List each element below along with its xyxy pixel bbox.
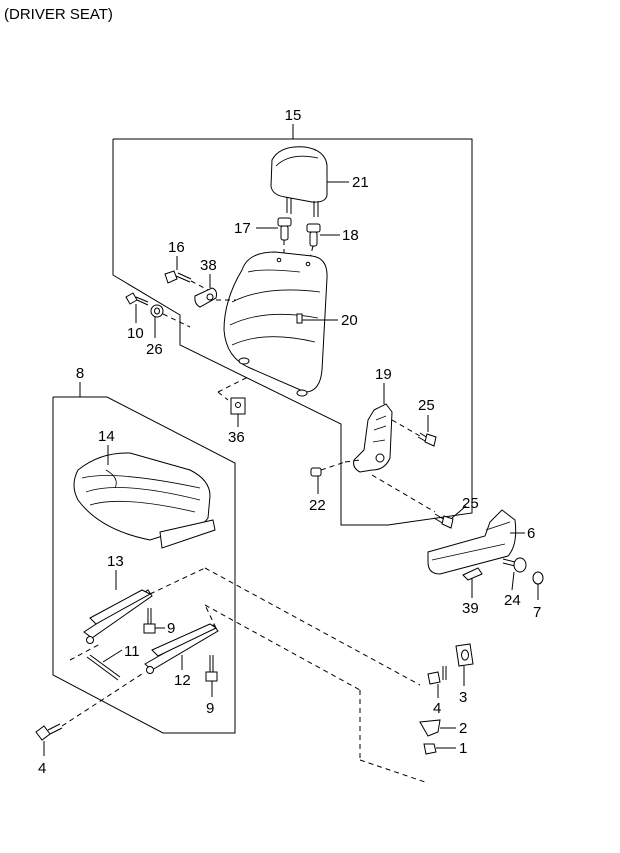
callout-25-lower: 25 (462, 495, 479, 512)
callout-9-upper: 9 (167, 620, 175, 637)
rail-13 (83, 567, 421, 686)
cushion-group-frame (52, 396, 236, 734)
callout-12: 12 (174, 672, 191, 689)
callout-17: 17 (234, 220, 251, 237)
callout-14: 14 (98, 428, 115, 445)
callout-15: 15 (285, 107, 302, 124)
seatback (223, 251, 338, 397)
callout-20: 20 (341, 312, 358, 329)
nut-26 (150, 304, 191, 338)
diagram-caption: (DRIVER SEAT) (4, 6, 113, 23)
callout-1: 1 (459, 740, 467, 757)
cover-3 (455, 643, 474, 686)
bracket-38 (194, 274, 236, 308)
callout-9-lower: 9 (206, 700, 214, 717)
bolt-25-upper (417, 415, 437, 447)
wire-11 (69, 643, 123, 681)
cap-7 (532, 571, 544, 600)
callout-10: 10 (127, 325, 144, 342)
bolt-4-left (35, 671, 146, 756)
callout-18: 18 (342, 227, 359, 244)
rail-12 (144, 604, 426, 783)
bolt-9-upper (143, 608, 165, 634)
callout-4-right: 4 (433, 700, 441, 717)
callout-4-left: 4 (38, 760, 46, 777)
callout-24: 24 (504, 592, 521, 609)
bolt-25-lower (433, 505, 467, 529)
nut-1 (423, 743, 456, 755)
headrest-guide-18 (306, 223, 340, 263)
callout-11: 11 (124, 643, 140, 660)
callout-26: 26 (146, 341, 163, 358)
cap-2 (419, 719, 456, 737)
headrest-guide-17 (256, 217, 292, 256)
callout-13: 13 (107, 553, 124, 570)
bolt-16 (164, 256, 211, 292)
callout-2: 2 (459, 720, 467, 737)
cap-22 (310, 461, 346, 494)
callout-8: 8 (76, 365, 84, 382)
callout-39: 39 (462, 600, 479, 617)
callout-36: 36 (228, 429, 245, 446)
recliner-19 (344, 383, 436, 513)
callout-38: 38 (200, 257, 217, 274)
bolt-10 (125, 292, 149, 323)
callout-3: 3 (459, 689, 467, 706)
callout-21: 21 (352, 174, 369, 191)
callout-22: 22 (309, 497, 326, 514)
side-cover-6 (427, 509, 525, 575)
callout-7: 7 (533, 604, 541, 621)
callout-6: 6 (527, 525, 535, 542)
bolt-4-right (427, 666, 447, 698)
headrest (270, 146, 349, 217)
callout-25-upper: 25 (418, 397, 435, 414)
callout-19: 19 (375, 366, 392, 383)
knob-39 (462, 567, 483, 598)
screw-24 (502, 557, 527, 591)
seat-cushion (73, 445, 216, 549)
bolt-9-lower (205, 655, 218, 697)
callout-16: 16 (168, 239, 185, 256)
seatback-group-frame (112, 138, 473, 526)
bracket-36 (217, 375, 251, 427)
